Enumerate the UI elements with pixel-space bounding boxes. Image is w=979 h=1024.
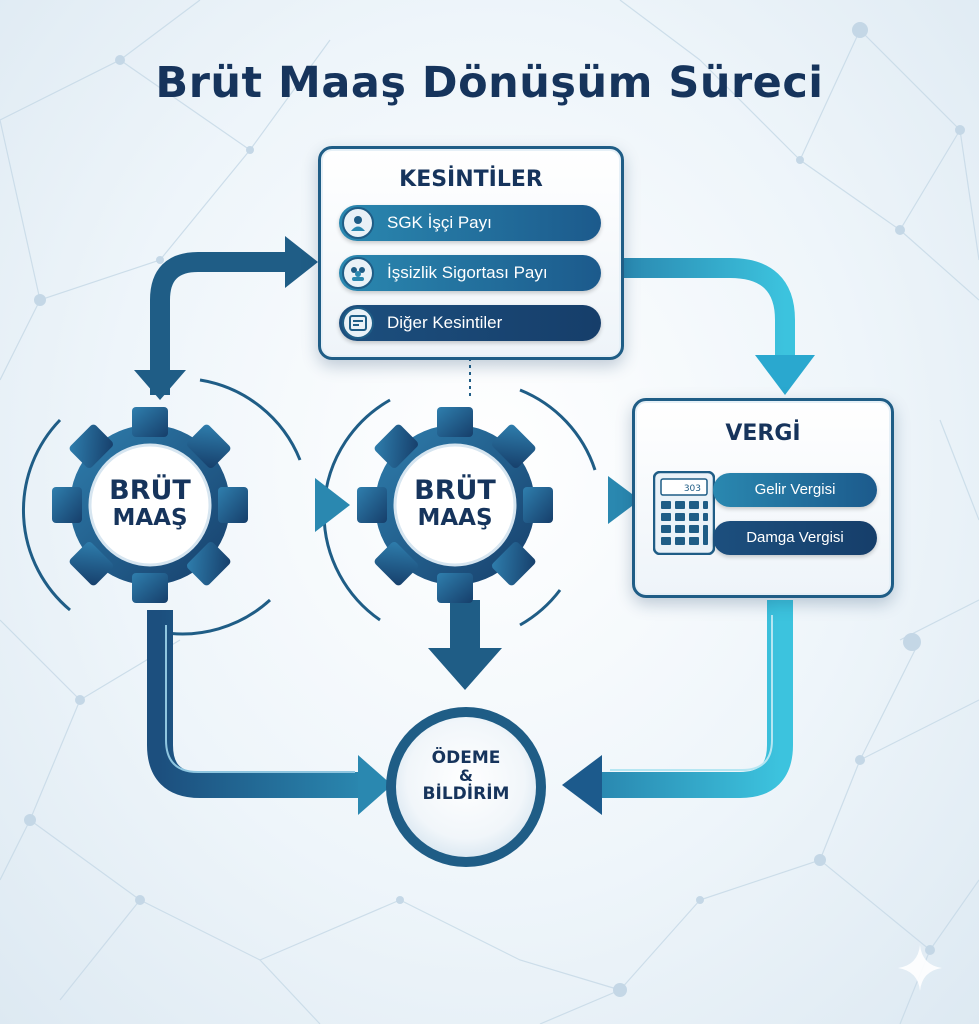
odeme-line1: ÖDEME [431, 748, 501, 768]
gear-ring-left [21, 378, 302, 636]
vergi-title: VERGİ [725, 421, 801, 446]
calculator-icon: 303 [652, 470, 716, 556]
odeme-label: ÖDEME & BİLDİRİM [396, 748, 536, 804]
vergi-item-damga: Damga Vergisi [713, 521, 877, 555]
odeme-circle [386, 707, 546, 867]
arrow-left-to-odeme [147, 610, 365, 798]
kesinti-item-sgk: SGK İşçi Payı [339, 205, 601, 241]
vergi-panel: VERGİ 303 Gelir Vergisi Damga Vergisi [632, 398, 894, 598]
worker-icon [342, 207, 374, 239]
gear-left [52, 407, 248, 603]
gear-middle [357, 407, 553, 603]
kesinti-label: Diğer Kesintiler [387, 313, 503, 332]
sparkle-icon [898, 945, 942, 991]
group-icon [342, 257, 374, 289]
kesintiler-title: KESİNTİLER [399, 167, 543, 192]
kesinti-item-diger: Diğer Kesintiler [339, 305, 601, 341]
kesinti-label: SGK İşçi Payı [387, 213, 492, 232]
arrow-head-kesintiler [285, 236, 318, 288]
arrow-head-down-left [134, 370, 186, 400]
gear-label-line1: BRÜT [109, 475, 191, 506]
kesinti-label: İşsizlik Sigortası Payı [387, 263, 548, 282]
gear-label-middle: BRÜT MAAŞ [395, 476, 515, 531]
arrow-vergi-to-odeme [600, 600, 793, 798]
gear-label-line1: BRÜT [414, 475, 496, 506]
calculator-display: 303 [684, 484, 701, 494]
arrow-kesintiler-to-vergi [620, 258, 795, 360]
kesinti-item-issizlik: İşsizlik Sigortası Payı [339, 255, 601, 291]
odeme-line3: BİLDİRİM [422, 784, 510, 804]
odeme-line2: & [459, 766, 473, 785]
arrow-gear-to-kesintiler [150, 252, 290, 395]
gear-label-left: BRÜT MAAŞ [90, 476, 210, 531]
arrow-head-vergi [755, 355, 815, 395]
gear-label-line2: MAAŞ [417, 504, 493, 531]
kesintiler-panel: KESİNTİLER SGK İşçi Payı İşsizlik Sigort… [318, 146, 624, 360]
vergi-item-gelir: Gelir Vergisi [713, 473, 877, 507]
document-icon [342, 307, 374, 339]
gear-label-line2: MAAŞ [112, 504, 188, 531]
page-title: Brüt Maaş Dönüşüm Süreci [155, 58, 824, 108]
